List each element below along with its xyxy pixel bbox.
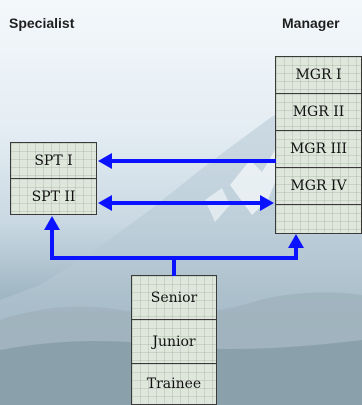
arrowhead-spt2-left xyxy=(98,195,112,211)
specialist-box-spt-2: SPT II xyxy=(10,178,97,215)
manager-box-mgr-3: MGR III xyxy=(275,130,362,168)
arrowhead-up-mgr xyxy=(288,234,304,248)
arrowhead-mgr4-right xyxy=(260,195,274,211)
arrowhead-up-spt2 xyxy=(44,216,60,230)
entry-box-senior: Senior xyxy=(131,275,217,320)
manager-box-mgr-2: MGR II xyxy=(275,93,362,131)
specialist-header: Specialist xyxy=(9,15,75,31)
manager-box-empty xyxy=(275,204,362,234)
arrowhead-spt1 xyxy=(98,153,112,169)
manager-header: Manager xyxy=(282,15,340,31)
specialist-box-spt-1: SPT I xyxy=(10,142,97,179)
manager-box-mgr-1: MGR I xyxy=(275,56,362,94)
entry-box-trainee: Trainee xyxy=(131,363,217,405)
manager-box-mgr-4: MGR IV xyxy=(275,167,362,205)
